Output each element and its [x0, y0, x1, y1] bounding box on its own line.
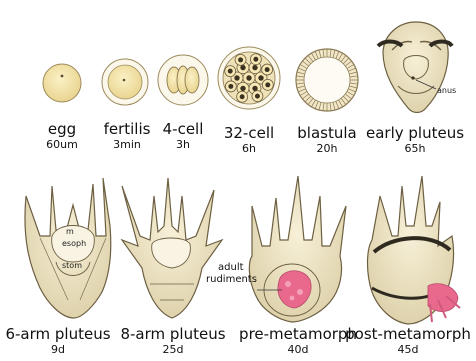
- blastomere-nucleus: [253, 57, 258, 62]
- stage-name-egg: egg: [48, 122, 76, 137]
- blastomere-nucleus: [234, 75, 239, 80]
- blastomere-nucleus: [240, 94, 245, 99]
- stage-name-pre-metamorph: pre-metamorph: [239, 327, 357, 342]
- blastomere-nucleus: [265, 82, 270, 87]
- stage-time-blastula: 20h: [317, 143, 338, 154]
- stage-time-post-metamorph: 45d: [398, 344, 419, 355]
- stage-time-4-cell: 3h: [176, 139, 190, 150]
- stage-time-8-arm-pluteus: 25d: [163, 344, 184, 355]
- stage-name-early-pluteus: early pluteus: [366, 126, 464, 141]
- stage-name-8-arm-pluteus: 8-arm pluteus: [120, 327, 225, 342]
- thirty-two-cell-figure: [218, 47, 280, 109]
- stage-time-32-cell: 6h: [242, 143, 256, 154]
- fertilized-egg-figure: [102, 59, 148, 105]
- egg-figure: [43, 64, 81, 102]
- six-arm-pluteus-figure: [25, 178, 111, 318]
- stage-time-fertilis: 3min: [113, 139, 141, 150]
- early-pluteus-figure: [378, 22, 452, 113]
- blastomere-nucleus: [238, 57, 243, 62]
- stage-name-6-arm-pluteus: 6-arm pluteus: [5, 327, 110, 342]
- adult-rudiments-label-line2: rudiments: [206, 275, 257, 286]
- stage-time-6-arm-pluteus: 9d: [51, 344, 65, 355]
- pre-metamorph-figure: [249, 176, 346, 322]
- juvenile-rudiment: [428, 284, 458, 312]
- blastomere-nucleus: [265, 67, 270, 72]
- stage-time-early-pluteus: 65h: [405, 143, 426, 154]
- eight-arm-pluteus-figure: [122, 178, 222, 318]
- stage-name-post-metamorph: post-metamorph: [345, 327, 471, 342]
- stage-name-blastula: blastula: [297, 126, 356, 141]
- stage-name-32-cell: 32-cell: [224, 126, 274, 141]
- blastomere-nucleus: [252, 65, 257, 70]
- esophagus-label: esoph: [62, 240, 86, 248]
- blastomere-nucleus: [228, 84, 233, 89]
- stage-time-pre-metamorph: 40d: [288, 344, 309, 355]
- blastomere-nucleus: [246, 75, 251, 80]
- stage-name-4-cell: 4-cell: [163, 122, 204, 137]
- blastomere-nucleus: [258, 75, 263, 80]
- mouth-label: m: [66, 228, 74, 236]
- blastomere-nucleus: [240, 86, 245, 91]
- blastomere-nucleus: [255, 94, 260, 99]
- blastula-figure: [296, 49, 358, 111]
- stage-time-egg: 60um: [46, 139, 78, 150]
- four-cell-figure: [158, 55, 208, 105]
- anus-label: anus: [437, 87, 456, 95]
- stomach-label: stom: [62, 262, 82, 270]
- blastomere-nucleus: [228, 69, 233, 74]
- post-metamorph-figure: [368, 176, 461, 324]
- adult-rudiments-label-line1: adult: [218, 263, 244, 274]
- stage-name-fertilis: fertilis: [104, 122, 151, 137]
